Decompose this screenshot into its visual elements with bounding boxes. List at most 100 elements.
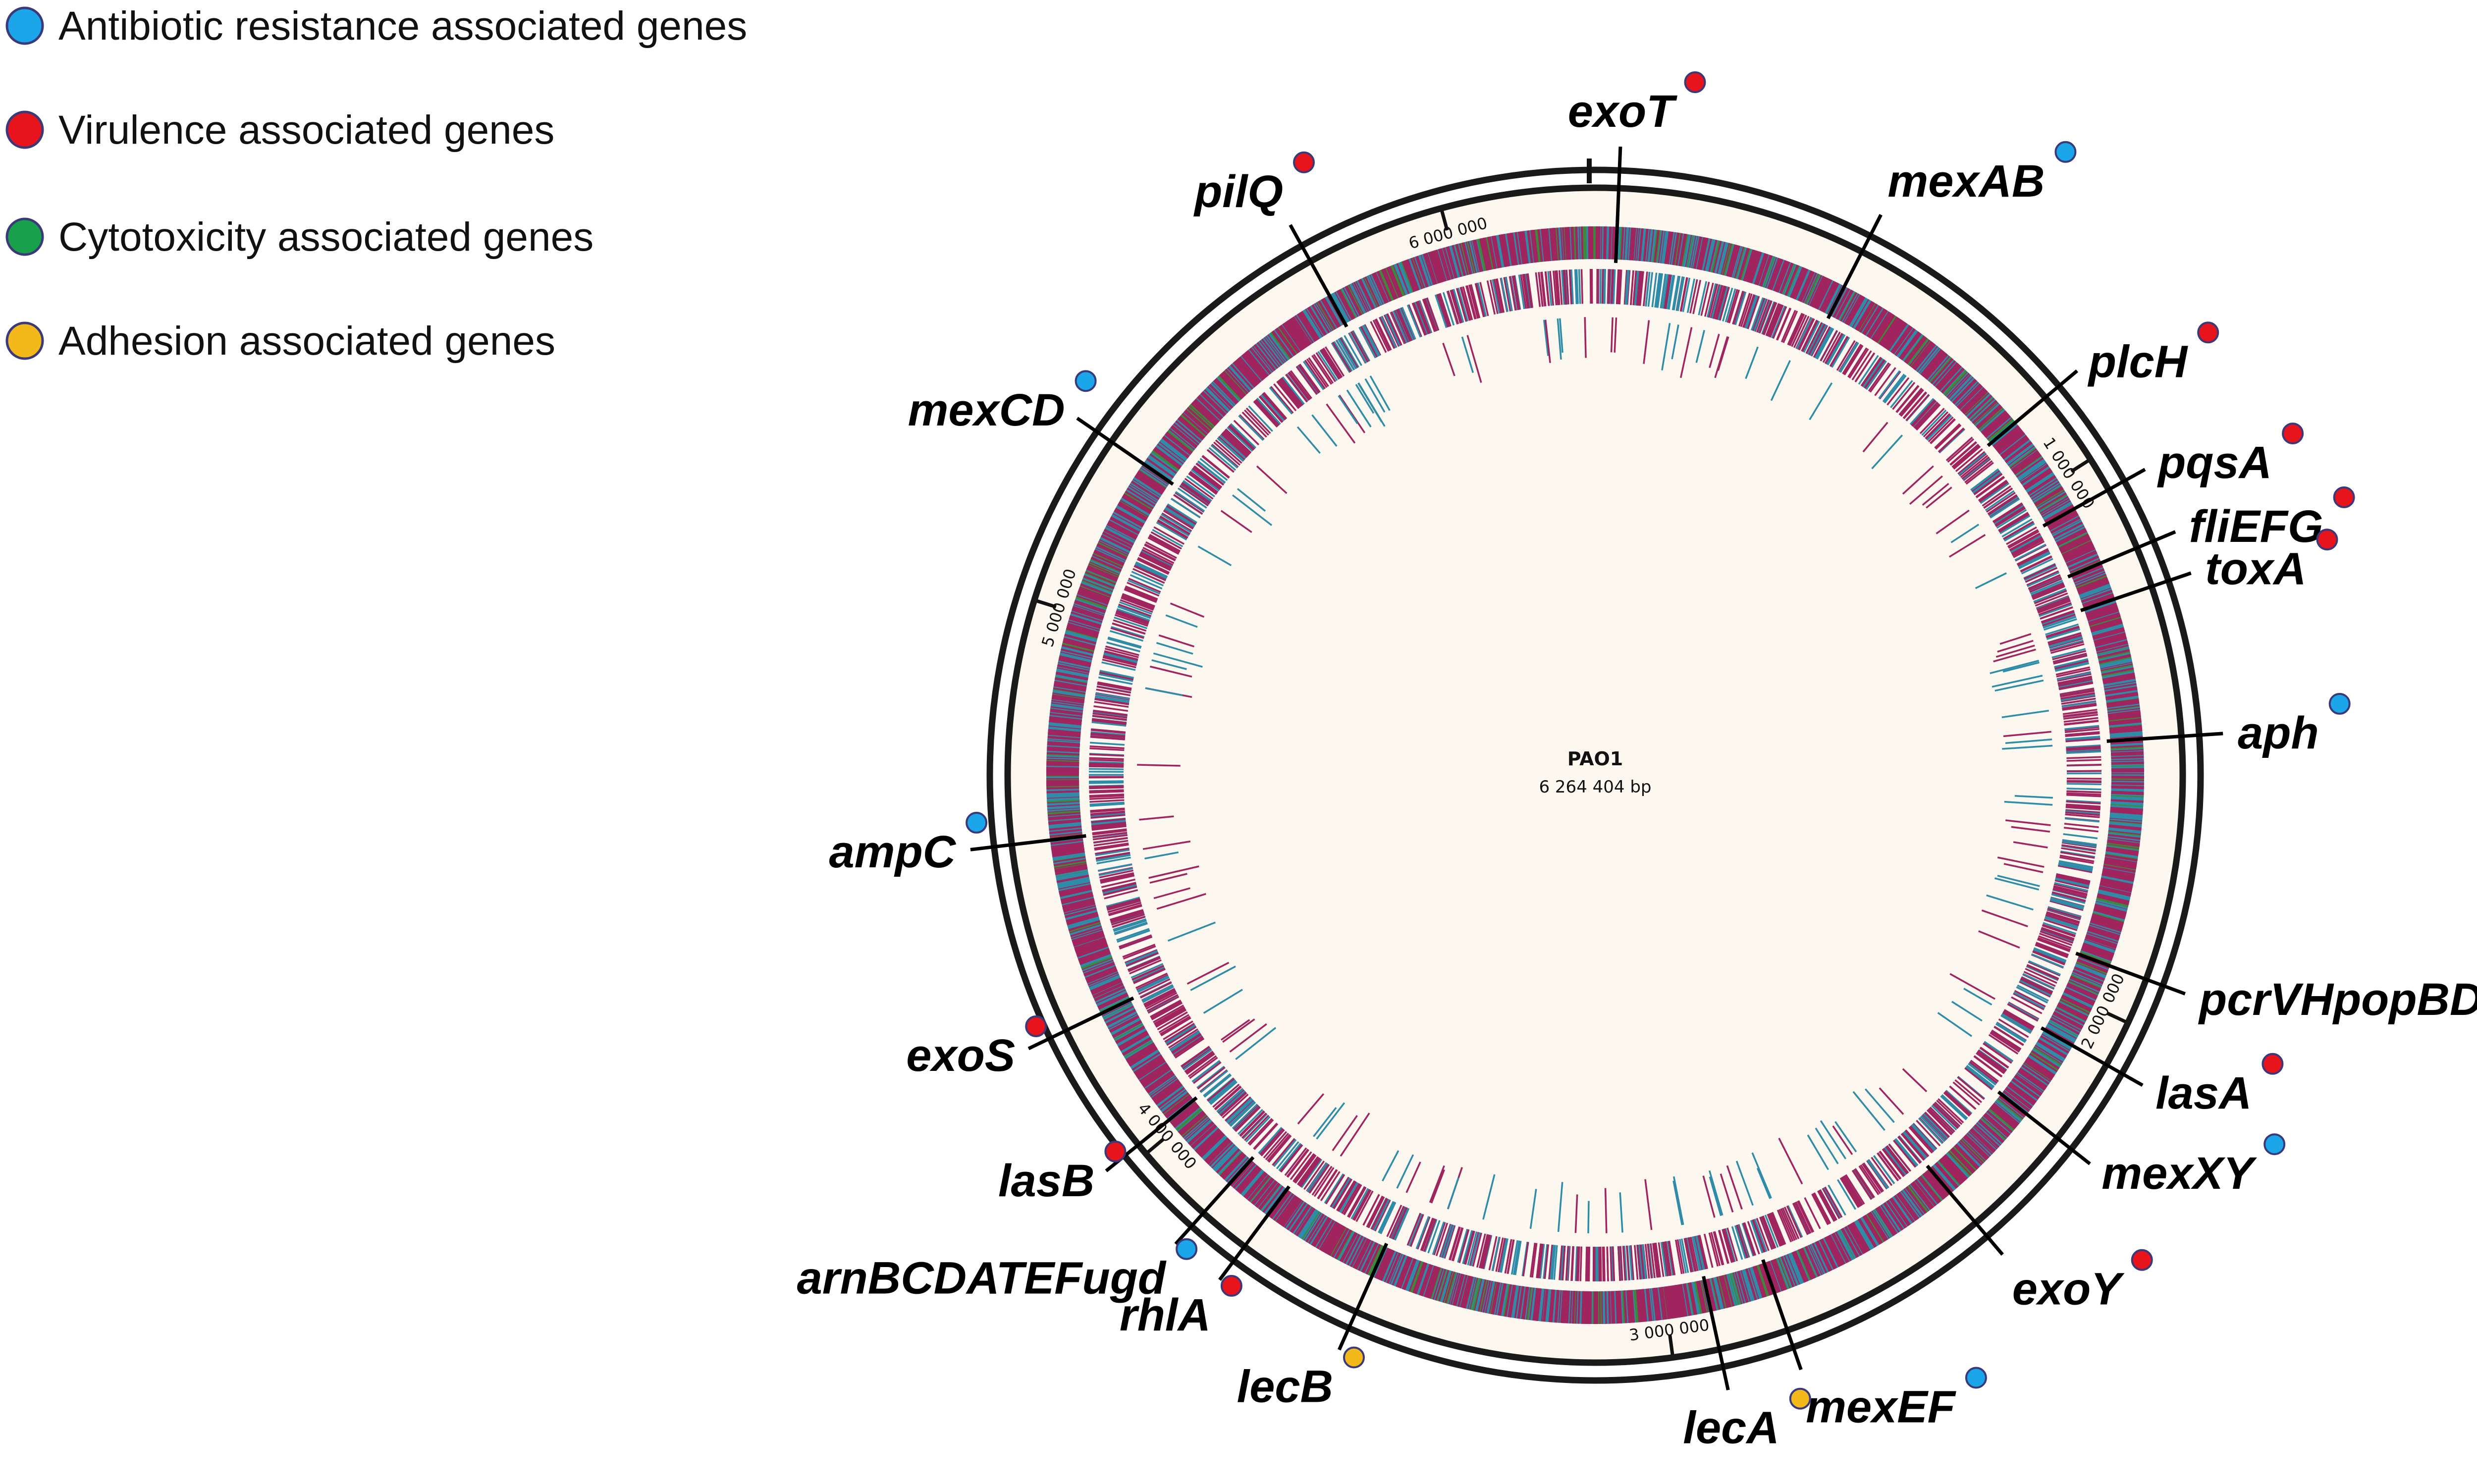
feature-mark-outer [1560, 227, 1564, 261]
feature-mark-outer [1333, 292, 1351, 322]
feature-mark-outer [1282, 1199, 1302, 1227]
feature-mark-outer [1060, 890, 1092, 900]
feature-mark-outer [1723, 1274, 1734, 1307]
feature-mark-outer [2107, 703, 2140, 710]
feature-mark-middle [1273, 1139, 1297, 1167]
feature-mark-outer [1346, 285, 1363, 316]
feature-mark-outer [2085, 602, 2117, 615]
feature-mark-middle [1696, 1235, 1706, 1270]
feature-mark-outer [1340, 288, 1357, 318]
feature-mark-middle [2057, 675, 2092, 685]
feature-mark-outer [1681, 234, 1690, 267]
feature-mark-middle [1754, 1219, 1768, 1252]
feature-mark-middle [2046, 628, 2080, 640]
feature-mark-middle [2050, 897, 2085, 908]
feature-mark-middle [2021, 558, 2053, 575]
feature-mark-middle [1096, 856, 1131, 865]
feature-mark-middle [1320, 349, 1341, 379]
feature-mark-outer [1137, 1060, 1166, 1080]
feature-mark-outer [1055, 868, 1088, 877]
feature-mark-outer [1639, 228, 1645, 262]
feature-mark-middle [1093, 834, 1128, 841]
feature-mark-outer [1046, 762, 1079, 766]
feature-mark-middle [1232, 1104, 1258, 1129]
feature-mark-outer [1742, 1269, 1754, 1302]
feature-mark-outer [1969, 1129, 1994, 1154]
feature-mark-middle [1842, 344, 1863, 375]
feature-mark-outer [1901, 1189, 1923, 1218]
feature-mark-middle [2046, 625, 2080, 637]
feature-mark-middle [2028, 961, 2061, 977]
feature-mark-outer [1061, 896, 1094, 906]
feature-mark-middle [1139, 553, 1172, 570]
feature-mark-middle [1811, 1193, 1829, 1225]
feature-mark-outer [1112, 1020, 1142, 1038]
feature-mark-outer [1538, 229, 1544, 262]
feature-mark-outer [1067, 915, 1099, 927]
feature-mark-outer [1860, 1217, 1880, 1246]
feature-mark-outer [1496, 235, 1504, 268]
feature-mark-inner [1466, 335, 1482, 383]
feature-mark-outer [1233, 361, 1256, 388]
feature-mark-outer [1047, 746, 1080, 750]
feature-mark-middle [1439, 1223, 1452, 1258]
feature-mark-middle [1965, 1065, 1994, 1089]
feature-mark-outer [1297, 313, 1317, 342]
feature-mark-middle [2043, 615, 2076, 629]
feature-mark-middle [1886, 377, 1910, 406]
feature-mark-middle [1976, 1052, 2005, 1074]
feature-mark-middle [1957, 1076, 1985, 1100]
feature-mark-outer [2009, 1081, 2037, 1103]
feature-mark-outer [1050, 709, 1083, 716]
feature-mark-outer [1887, 322, 1908, 351]
feature-mark-outer [1710, 240, 1720, 273]
feature-mark-outer [1054, 682, 1087, 690]
feature-mark-middle [2044, 618, 2077, 631]
feature-mark-middle [1879, 1151, 1901, 1180]
feature-mark-inner [1544, 319, 1551, 363]
feature-mark-middle [1104, 647, 1139, 658]
feature-mark-outer [2106, 698, 2139, 705]
feature-mark-outer [1439, 1270, 1451, 1302]
feature-mark-middle [1845, 1174, 1865, 1205]
feature-mark-middle [1241, 411, 1267, 438]
feature-mark-outer [1779, 262, 1793, 294]
feature-mark-outer [2071, 971, 2103, 987]
feature-mark-middle [1153, 1005, 1184, 1023]
feature-mark-inner [2003, 731, 2051, 738]
feature-mark-outer [2102, 867, 2136, 876]
feature-mark-middle [2047, 907, 2081, 919]
feature-mark-middle [1879, 371, 1901, 400]
feature-mark-middle [1122, 593, 1155, 608]
feature-mark-outer [1130, 1050, 1160, 1069]
feature-mark-outer [2053, 522, 2084, 539]
feature-mark-middle [1892, 1140, 1916, 1168]
feature-mark-outer [1237, 357, 1261, 384]
feature-mark-middle [1093, 709, 1128, 716]
feature-mark-outer [1931, 1166, 1954, 1192]
feature-mark-outer [1046, 769, 1079, 772]
feature-mark-middle [1496, 278, 1505, 313]
feature-mark-outer [1723, 243, 1734, 276]
feature-mark-outer [1077, 946, 1109, 959]
feature-mark-middle [1125, 949, 1158, 964]
feature-mark-outer [1960, 387, 1985, 412]
feature-mark-outer [1886, 1200, 1907, 1228]
feature-mark-middle [1456, 288, 1467, 322]
feature-mark-inner [1993, 648, 2036, 663]
feature-mark-middle [2020, 977, 2053, 994]
feature-mark-outer [2108, 715, 2141, 721]
feature-mark-outer [1051, 846, 1084, 853]
feature-mark-outer [1407, 259, 1421, 291]
legend-item-antibiotic: Antibiotic resistance associated genes [5, 3, 747, 49]
feature-mark-outer [1992, 1103, 2019, 1126]
feature-mark-outer [1065, 632, 1097, 642]
legend-dot-adhesion [5, 321, 44, 360]
feature-mark-outer [1225, 369, 1249, 394]
feature-mark-middle [1842, 344, 1862, 374]
feature-mark-outer [1643, 1288, 1649, 1322]
feature-mark-outer [2111, 766, 2144, 769]
feature-mark-outer [1055, 674, 1088, 683]
feature-mark-outer [1401, 261, 1416, 292]
feature-mark-middle [2040, 930, 2073, 944]
